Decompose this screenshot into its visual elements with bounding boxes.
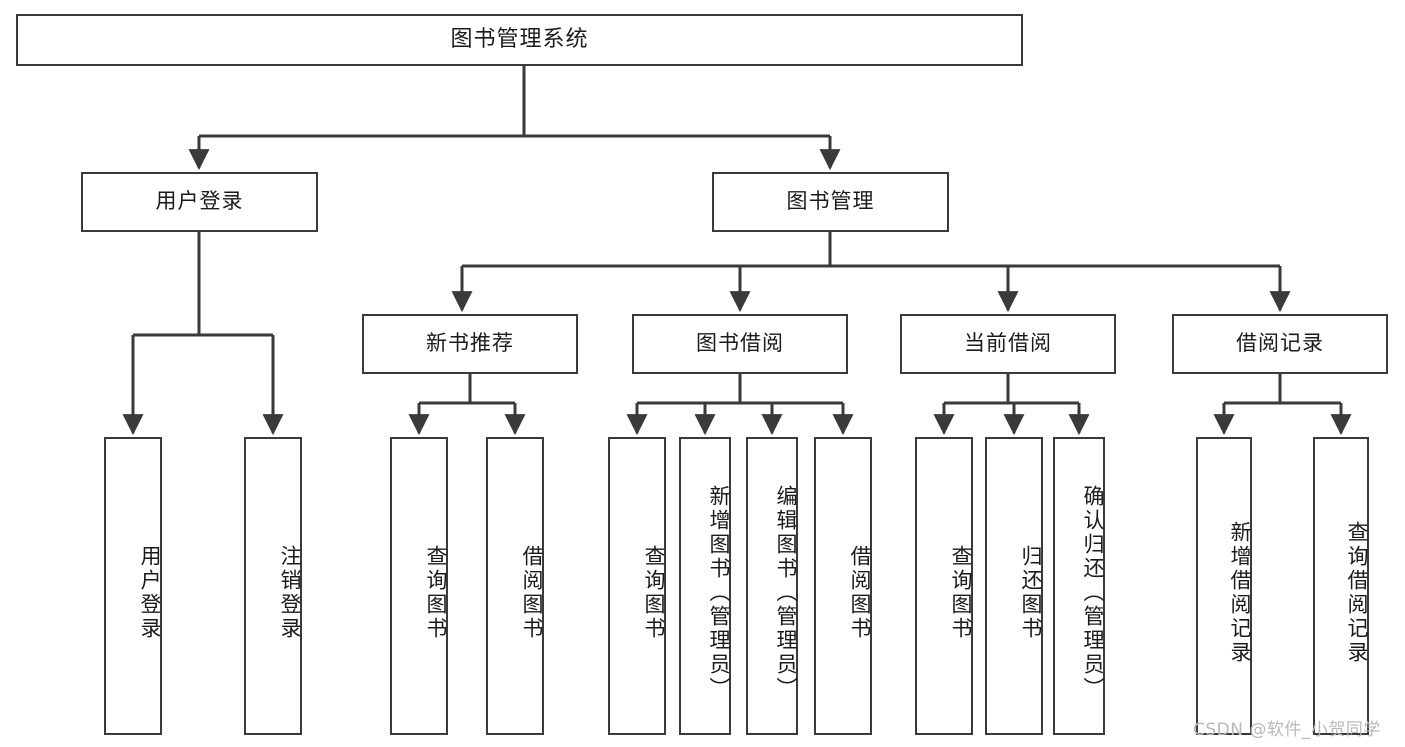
node-root[interactable]: 图书管理系统 [16, 14, 1023, 66]
node-current-borrow[interactable]: 当前借阅 [900, 314, 1116, 374]
node-book-management[interactable]: 图书管理 [712, 172, 949, 232]
leaf-edit-book-admin[interactable]: 编辑图书（管理员） [746, 437, 798, 735]
node-root-label: 图书管理系统 [450, 26, 589, 52]
leaf-user-logout[interactable]: 注销登录 [244, 437, 302, 735]
leaf-add-borrow-record[interactable]: 新增借阅记录 [1196, 437, 1252, 735]
leaf-user-logout-label: 注销登录 [278, 545, 302, 641]
leaf-query-book-recommend-label: 查询图书 [424, 545, 448, 641]
leaf-borrow-book-recommend-label: 借阅图书 [520, 545, 544, 641]
node-book-borrow-label: 图书借阅 [696, 331, 784, 356]
leaf-lend-book[interactable]: 借阅图书 [814, 437, 872, 735]
leaf-confirm-return-admin[interactable]: 确认归还（管理员） [1053, 437, 1105, 735]
leaf-query-book-borrow-label: 查询图书 [642, 545, 666, 641]
node-user-login-label: 用户登录 [155, 189, 244, 214]
node-new-book-recommend-label: 新书推荐 [426, 331, 514, 356]
node-book-management-label: 图书管理 [786, 189, 875, 214]
leaf-query-borrow-record[interactable]: 查询借阅记录 [1313, 437, 1369, 735]
leaf-borrow-book-recommend[interactable]: 借阅图书 [486, 437, 544, 735]
leaf-query-book-current[interactable]: 查询图书 [915, 437, 973, 735]
watermark: CSDN @软件_小贺同学 [1193, 720, 1381, 740]
leaf-query-book-current-label: 查询图书 [949, 545, 973, 641]
node-borrow-records-label: 借阅记录 [1236, 331, 1324, 356]
leaf-return-book-label: 归还图书 [1019, 545, 1043, 641]
leaf-lend-book-label: 借阅图书 [848, 545, 872, 641]
leaf-user-login-label: 用户登录 [138, 545, 162, 641]
node-borrow-records[interactable]: 借阅记录 [1172, 314, 1388, 374]
leaf-confirm-return-admin-label: 确认归还（管理员） [1081, 485, 1105, 701]
node-book-borrow[interactable]: 图书借阅 [632, 314, 848, 374]
leaf-query-book-recommend[interactable]: 查询图书 [390, 437, 448, 735]
leaf-query-book-borrow[interactable]: 查询图书 [608, 437, 666, 735]
leaf-user-login[interactable]: 用户登录 [104, 437, 162, 735]
leaf-add-book-admin[interactable]: 新增图书（管理员） [679, 437, 731, 735]
node-new-book-recommend[interactable]: 新书推荐 [362, 314, 578, 374]
node-current-borrow-label: 当前借阅 [964, 331, 1052, 356]
leaf-query-borrow-record-label: 查询借阅记录 [1345, 521, 1369, 665]
leaf-edit-book-admin-label: 编辑图书（管理员） [774, 485, 798, 701]
leaf-add-book-admin-label: 新增图书（管理员） [707, 485, 731, 701]
node-user-login[interactable]: 用户登录 [81, 172, 318, 232]
leaf-add-borrow-record-label: 新增借阅记录 [1228, 521, 1252, 665]
leaf-return-book[interactable]: 归还图书 [985, 437, 1043, 735]
